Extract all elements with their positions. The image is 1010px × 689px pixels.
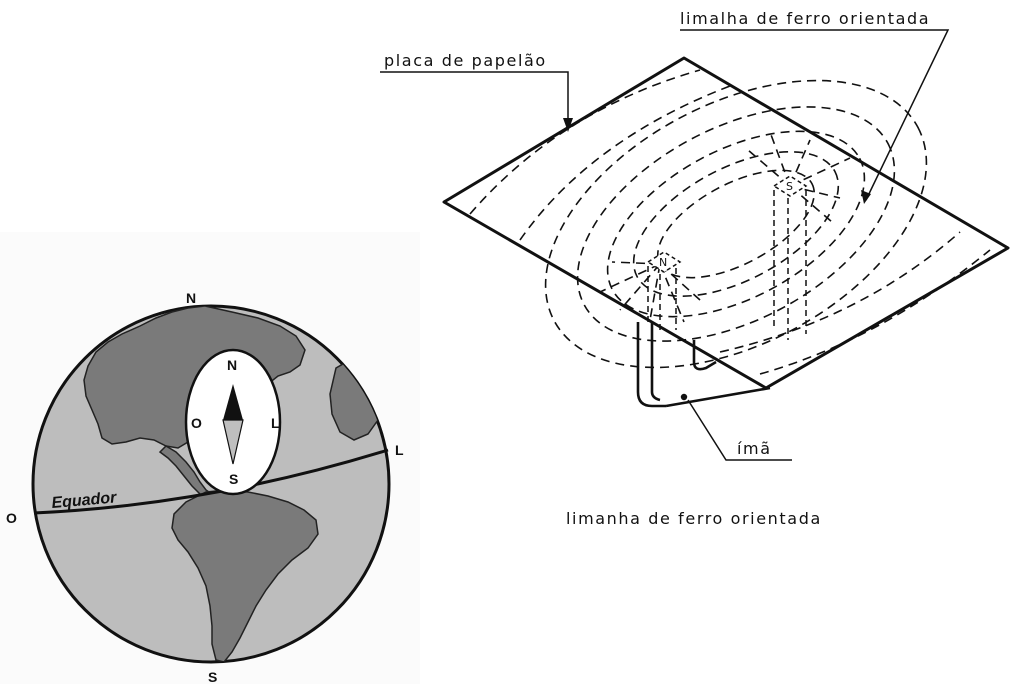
u-shaped-magnet xyxy=(636,322,771,408)
board-label-leader xyxy=(380,71,569,128)
filings-label-leader xyxy=(680,29,950,201)
magnet-hidden-edges xyxy=(647,190,807,340)
magnet-label: ímã xyxy=(737,439,772,458)
magnet-pole-south: S xyxy=(772,175,808,197)
equator-line xyxy=(33,448,389,515)
equator-label: Equador xyxy=(51,489,118,512)
magnet-diagram: N S xyxy=(380,9,1010,528)
cardboard-plate xyxy=(442,56,1010,390)
globe-south-label: S xyxy=(208,669,217,685)
board-label: placa de papelão xyxy=(384,51,547,70)
compass-needle-south xyxy=(222,419,244,465)
compass-needle-north xyxy=(223,384,243,420)
south-america-landmass xyxy=(171,489,319,662)
magnet-pole-north: N xyxy=(646,251,682,273)
globe-north-label: N xyxy=(186,290,196,306)
label-arrowheads xyxy=(563,118,871,401)
filings-arrowhead xyxy=(861,190,871,204)
compass-south-label: S xyxy=(229,471,238,487)
magnet-label-leader xyxy=(687,399,792,461)
pole-north-label: N xyxy=(659,256,667,269)
compass: N S L O xyxy=(184,348,282,496)
label-leaders xyxy=(380,29,950,461)
globe-east-label: L xyxy=(395,442,404,458)
compass-north-label: N xyxy=(227,357,237,373)
globe-west-label: O xyxy=(6,510,17,526)
magnet-label-dot xyxy=(680,393,688,401)
board-arrowhead xyxy=(563,118,573,132)
globe: Equador N S L O N S L O xyxy=(0,232,420,685)
pole-south-label: S xyxy=(786,180,793,193)
compass-east-label: L xyxy=(271,415,280,431)
diagram-caption: limanha de ferro orientada xyxy=(566,509,822,528)
compass-west-label: O xyxy=(191,415,202,431)
filings-label: limalha de ferro orientada xyxy=(680,9,930,28)
